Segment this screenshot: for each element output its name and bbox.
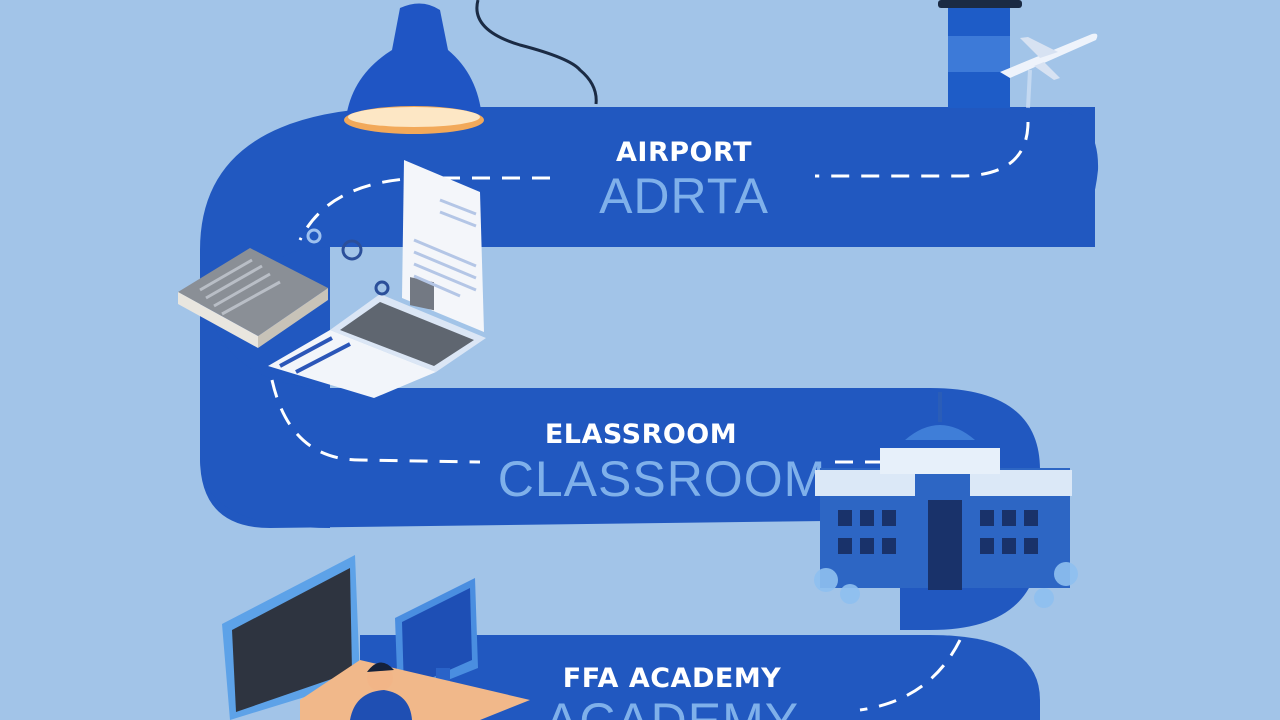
academy-building-icon [814,392,1078,608]
academy-subtitle: ACADEMY [545,693,799,720]
classroom-subtitle: CLASSROOM [498,451,827,507]
document-icon [402,160,484,332]
computer-monitor-icon [222,555,478,720]
student-at-desk-icon [300,660,530,720]
road-dashes-bottom [859,639,962,712]
laptop-icon [268,228,486,398]
airport-title: AIRPORT [616,137,752,168]
stop-labels: AIRPORT ADRTA ELASSROOM CLASSROOM FFA AC… [498,137,827,720]
airplane-icon [1000,33,1098,109]
book-icon [178,248,328,348]
desk-lamp-icon [344,0,598,134]
road-segment-bottom [360,635,1040,720]
classroom-title: ELASSROOM [545,419,737,450]
road-segment-middle [200,388,1040,630]
academy-title: FFA ACADEMY [563,663,781,694]
airport-subtitle: ADRTA [599,168,769,224]
control-tower-icon [938,0,1022,108]
